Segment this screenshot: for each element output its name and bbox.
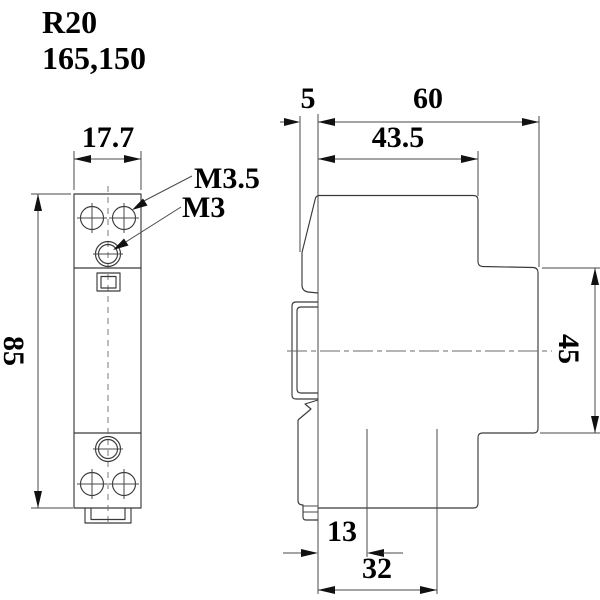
part-code: 165,150	[42, 40, 146, 76]
arrowhead-top	[591, 268, 599, 285]
dimension-value: 43.5	[372, 121, 425, 154]
rail-spring-clip-inner	[296, 306, 318, 394]
dimension-value: 32	[362, 552, 392, 585]
dimension-bottom-inset: 13	[283, 515, 403, 557]
label-m3: M3	[113, 191, 225, 250]
arrowhead-left	[318, 118, 335, 126]
rail-barb	[297, 399, 319, 421]
dimension-front-width: 17.7	[73, 121, 142, 190]
leader-arrowhead	[113, 238, 129, 250]
rail-slider-clip	[297, 420, 318, 521]
title-block: R20 165,150	[42, 4, 146, 76]
arrowhead-right	[124, 155, 141, 163]
arrowhead-right	[461, 155, 478, 163]
thread-label-small: M3	[182, 191, 225, 224]
arrowhead-right	[420, 586, 437, 594]
thread-label-large: M3.5	[194, 162, 260, 195]
foot-inner	[90, 508, 126, 521]
arrowhead-bottom	[34, 491, 42, 508]
dimension-value: 13	[327, 515, 357, 548]
window-inner	[100, 275, 117, 289]
arrowhead-top	[34, 194, 42, 211]
dimension-value: 60	[413, 82, 443, 115]
leader-arrowhead	[132, 198, 148, 210]
arrowhead-left	[301, 549, 318, 557]
front-body-outline	[73, 193, 142, 509]
arrowhead	[284, 118, 300, 126]
dimension-upper-depth: 43.5	[318, 121, 479, 196]
front-view: 17.7 85 M3.5 M3	[0, 121, 260, 524]
arrowhead-right	[367, 549, 384, 557]
leader-line	[139, 175, 193, 204]
window-outer	[96, 272, 121, 292]
dimension-clip-depth: 5	[280, 82, 316, 252]
dimension-value: 17.7	[82, 121, 135, 154]
dimension-total-depth: 60	[318, 82, 540, 267]
arrowhead-left	[318, 586, 335, 594]
terminal-screws-bottom	[77, 469, 139, 499]
dimension-front-plate-height: 45	[540, 267, 600, 434]
arrowhead-right	[522, 118, 539, 126]
dimension-bottom-width: 32	[318, 552, 437, 594]
side-body-outline	[301, 194, 539, 509]
coil-screw-top	[93, 240, 123, 268]
dimension-value: 85	[0, 336, 30, 366]
dimension-front-height: 85	[0, 193, 73, 509]
arrowhead-bottom	[591, 416, 599, 433]
indicator-window	[96, 272, 121, 292]
rail-spring-clip-outer	[291, 301, 318, 400]
arrowhead-left	[74, 155, 91, 163]
label-m35: M3.5	[132, 162, 260, 210]
arrowhead-left	[318, 155, 335, 163]
dimension-value: 45	[552, 334, 585, 364]
side-view: 5 60 43.5 45	[280, 82, 600, 594]
coil-screw-bottom	[93, 435, 123, 463]
rail-hook-upper	[301, 252, 319, 294]
terminal-screws-top	[77, 203, 139, 233]
leader-line	[120, 206, 182, 246]
foot-outer	[84, 508, 132, 524]
dimension-value: 5	[301, 82, 316, 115]
bottom-foot	[84, 508, 132, 524]
part-number: R20	[42, 4, 97, 40]
